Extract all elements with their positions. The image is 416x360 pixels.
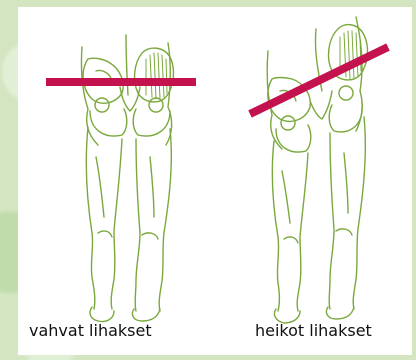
- left-body-figure: [81, 35, 173, 322]
- figure-panel: vahvat lihakset heikot lihakset: [18, 7, 412, 355]
- caption-strong-muscles: vahvat lihakset: [29, 321, 152, 340]
- posture-illustration: [18, 7, 412, 355]
- caption-weak-muscles: heikot lihakset: [255, 321, 372, 340]
